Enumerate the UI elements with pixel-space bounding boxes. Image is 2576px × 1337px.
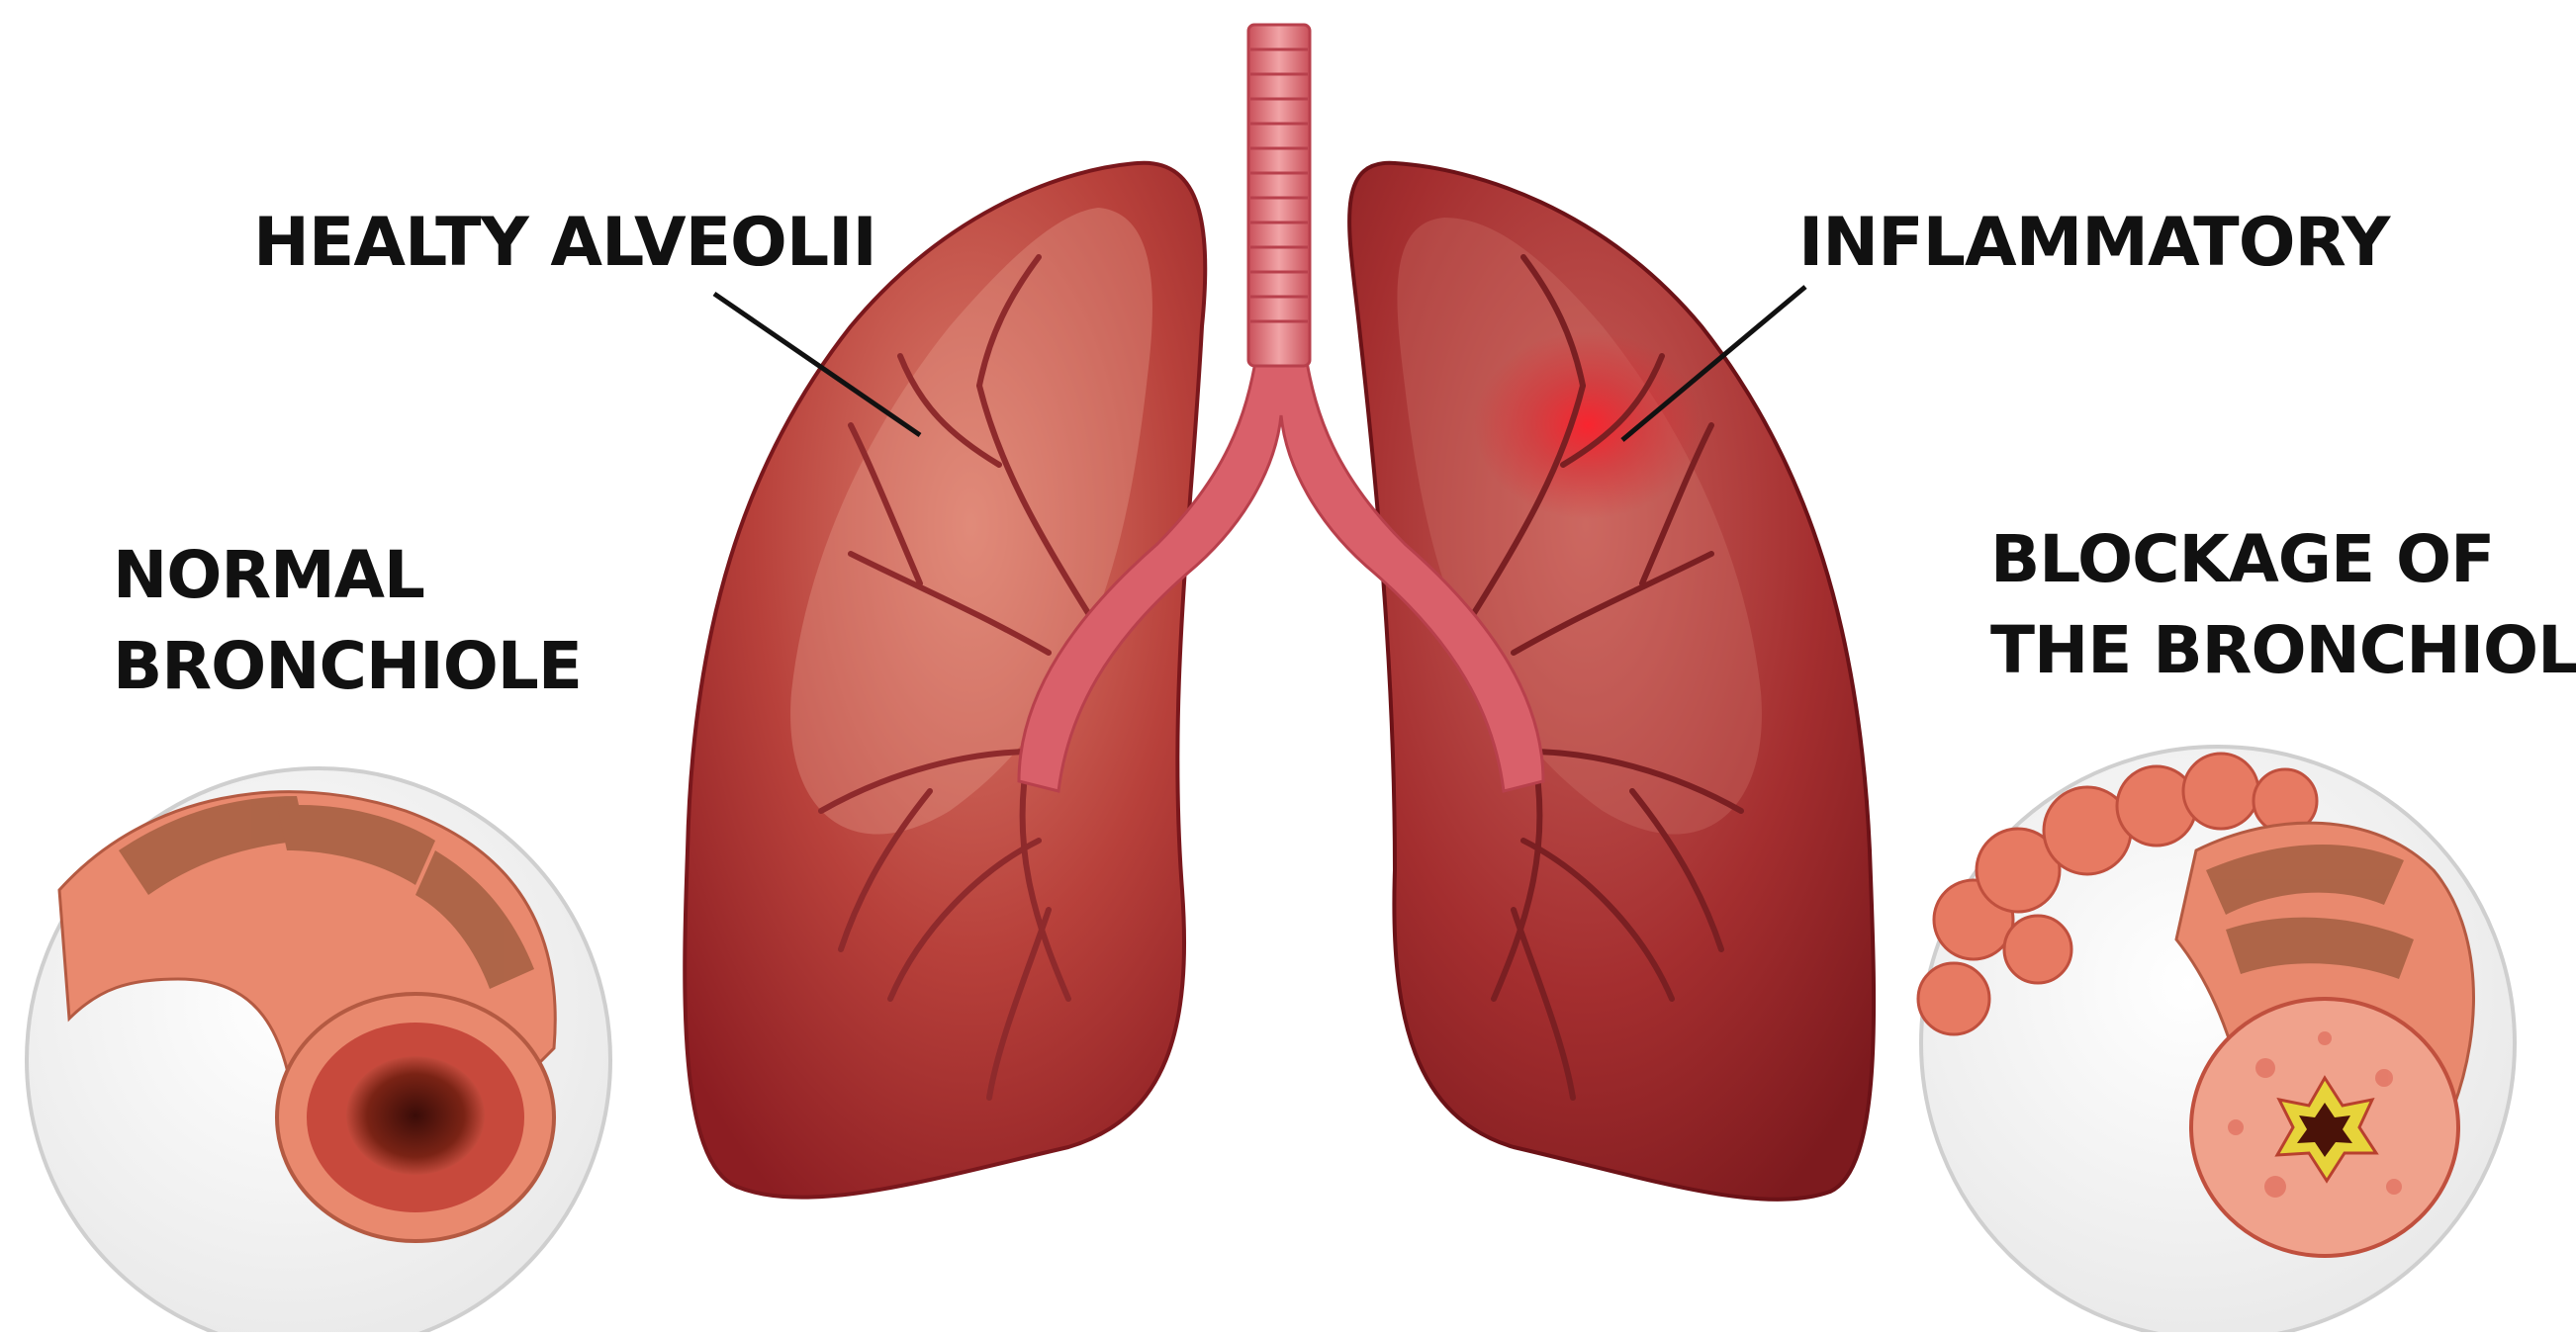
trachea-tube <box>1248 25 1310 366</box>
blockage-bronchiole-label-line2: THE BRONCHIOLE <box>1990 605 2576 696</box>
normal-bronchiole-inset <box>27 768 610 1332</box>
blockage-bronchiole-label-line1: BLOCKAGE OF <box>1990 514 2576 605</box>
normal-bronchiole-label-line2: BRONCHIOLE <box>113 621 582 712</box>
blocked-bronchiole-inset <box>1918 747 2515 1332</box>
inflammation-spot <box>1474 331 1702 519</box>
healthy-alveoli-label: HEALTY ALVEOLII <box>253 210 876 277</box>
blockage-bronchiole-label: BLOCKAGE OF THE BRONCHIOLE <box>1990 514 2576 696</box>
normal-bronchiole-lumen <box>346 1056 485 1175</box>
inflammatory-label: INFLAMMATORY <box>1798 210 2389 277</box>
normal-bronchiole-label-line1: NORMAL <box>113 530 582 621</box>
right-lung <box>1349 163 1874 1200</box>
normal-bronchiole-label: NORMAL BRONCHIOLE <box>113 530 582 712</box>
left-lung <box>685 163 1205 1198</box>
